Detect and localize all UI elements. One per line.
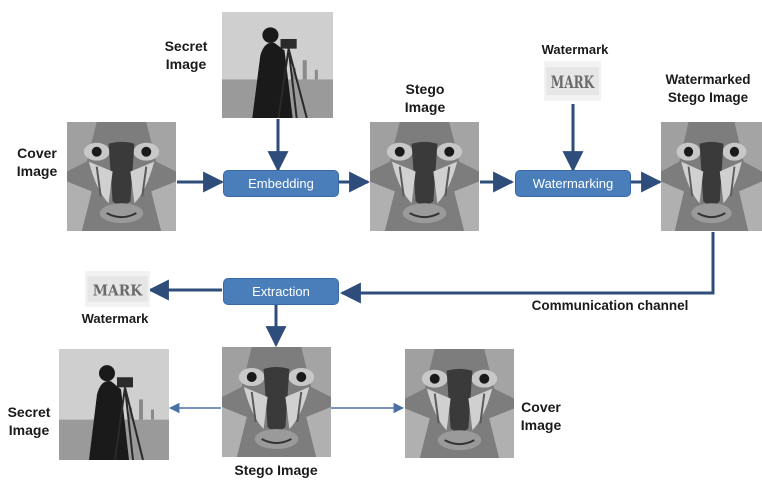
secret-image-bottom-label: Secret Image xyxy=(4,403,54,439)
embedding-process: Embedding xyxy=(223,170,339,197)
extracted-watermark-image xyxy=(85,271,150,307)
watermarked-stego-label: Watermarked Stego Image xyxy=(656,71,760,107)
cover-image xyxy=(67,122,176,231)
watermarked-stego-image xyxy=(661,122,762,231)
cover-image-label: Cover Image xyxy=(12,144,62,180)
watermark-image xyxy=(544,61,601,101)
communication-channel-label: Communication channel xyxy=(510,297,710,315)
recovered-secret-image xyxy=(59,349,169,460)
stego-image-label: Stego Image xyxy=(400,80,450,116)
arrow-communication-channel xyxy=(342,232,713,293)
cover-image-bottom-label: Cover Image xyxy=(516,398,566,434)
watermark-label: Watermark xyxy=(530,41,620,59)
secret-image-label: Secret Image xyxy=(158,37,214,73)
secret-image xyxy=(222,12,333,118)
stego-image xyxy=(370,122,479,231)
recovered-cover-image xyxy=(405,349,514,458)
stego-image-bottom-label: Stego Image xyxy=(216,461,336,479)
extraction-process: Extraction xyxy=(223,278,339,305)
watermarking-process: Watermarking xyxy=(515,170,631,197)
recovered-stego-image xyxy=(222,347,331,457)
extracted-watermark-label: Watermark xyxy=(65,310,165,328)
